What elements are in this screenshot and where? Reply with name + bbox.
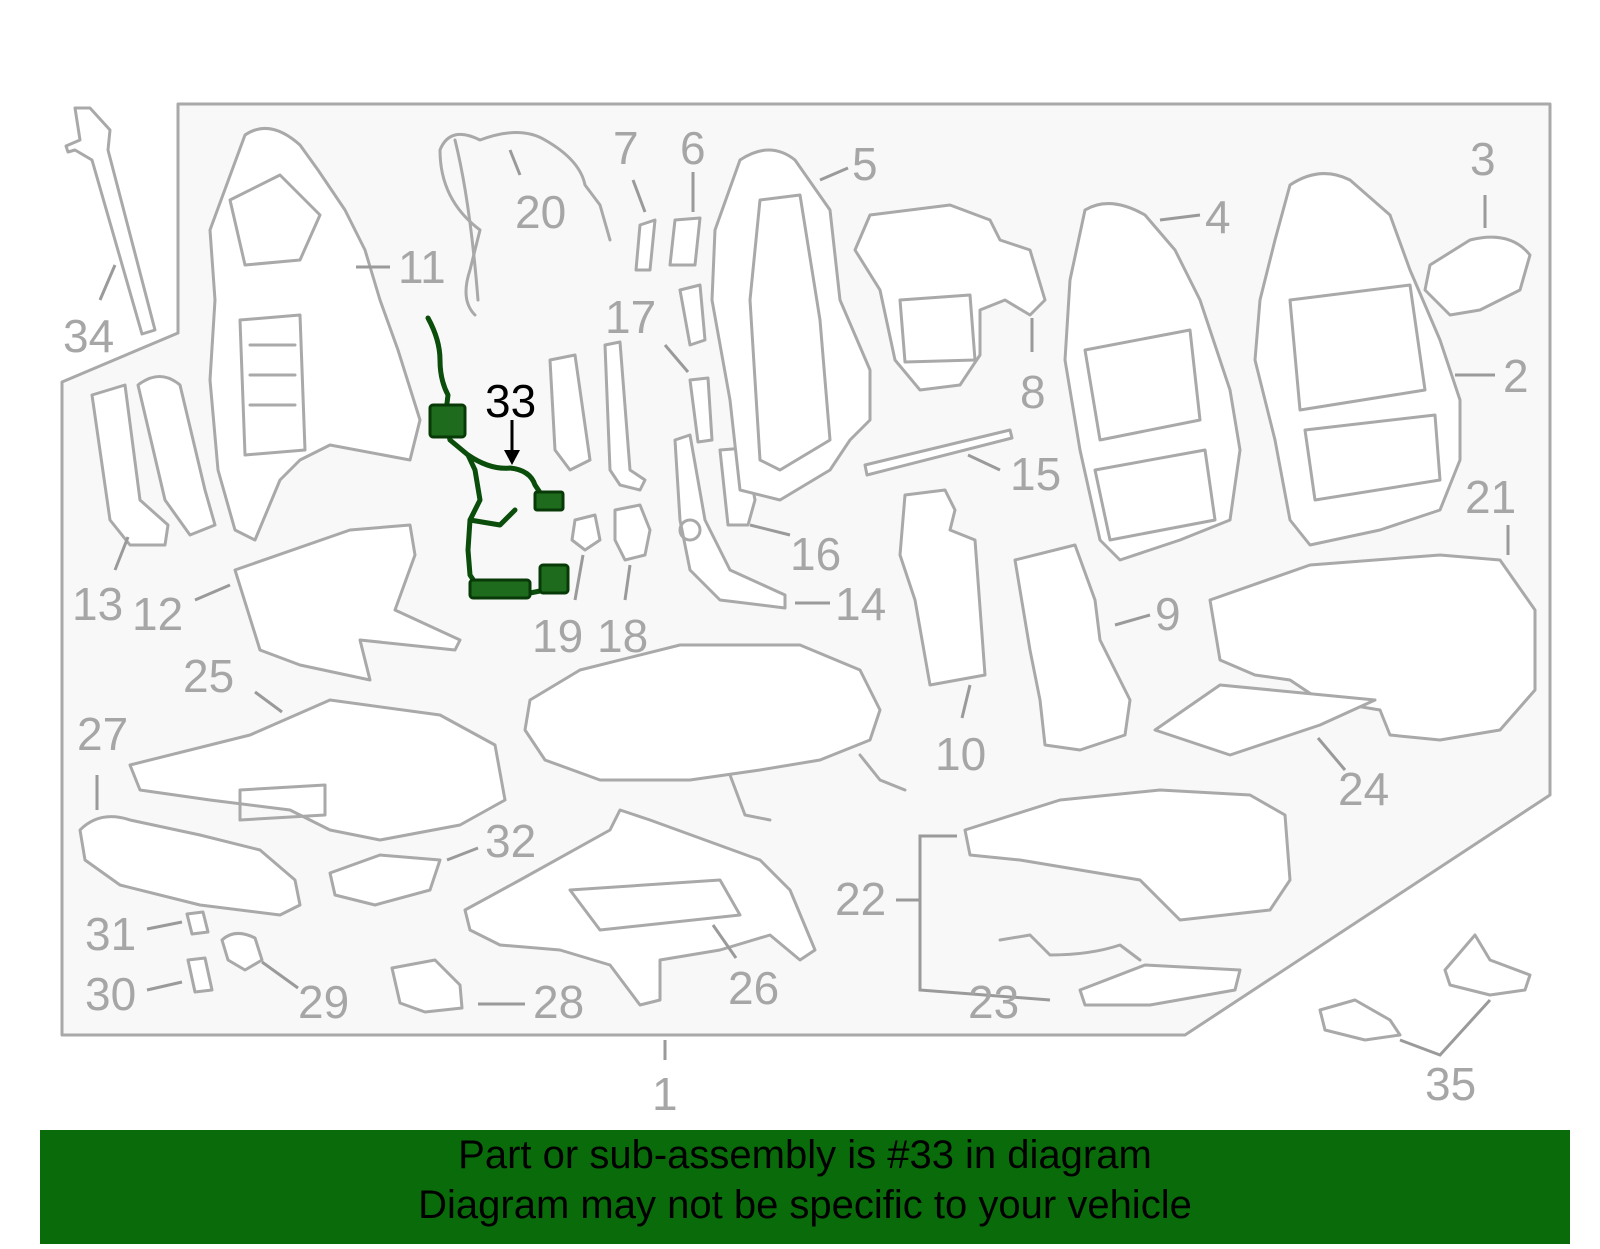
callout-23: 23 <box>968 976 1019 1028</box>
part-13-side-panel <box>90 383 170 547</box>
part-3-headrest-trim <box>1423 235 1532 317</box>
part-34-side-trim <box>64 106 157 336</box>
callout-16: 16 <box>790 528 841 580</box>
part-19-clip <box>570 513 602 552</box>
seat-assembly-diagram: 1 2 3 4 5 6 7 8 9 10 11 12 13 14 15 16 1… <box>60 102 1552 1120</box>
part-31-knob <box>185 910 210 936</box>
part-14-recliner-bracket <box>673 433 787 610</box>
part-2-seatback-cover <box>1253 172 1462 547</box>
callout-3: 3 <box>1470 133 1496 185</box>
callout-32: 32 <box>485 815 536 867</box>
banner-line-part-number: Part or sub-assembly is #33 in diagram <box>458 1133 1152 1177</box>
callout-26: 26 <box>728 962 779 1014</box>
callout-14: 14 <box>835 578 886 630</box>
part-seat-cushion <box>523 643 882 782</box>
part-7-clip <box>634 218 657 272</box>
callout-15: 15 <box>1010 448 1061 500</box>
part-20-cable-assembly <box>438 131 612 317</box>
callout-33: 33 <box>485 375 536 427</box>
callout-30: 30 <box>85 968 136 1020</box>
part-26-seat-adjuster <box>463 808 817 1007</box>
part-12-side-cover <box>136 375 217 537</box>
callout-7: 7 <box>613 122 639 174</box>
part-35-cover-left <box>1318 998 1402 1042</box>
part-9-heater-mat <box>1013 543 1132 752</box>
part-33-wiring-harness <box>425 315 570 600</box>
part-27-side-shield <box>78 815 302 917</box>
callout-28: 28 <box>533 976 584 1028</box>
info-banner: Part or sub-assembly is #33 in diagram D… <box>40 1130 1570 1244</box>
callout-20: 20 <box>515 186 566 238</box>
callout-1: 1 <box>652 1068 678 1120</box>
part-29-knob <box>220 932 264 972</box>
callout-11: 11 <box>398 241 446 293</box>
callout-24: 24 <box>1338 763 1389 815</box>
part-30-knob <box>186 956 214 994</box>
part-17-bracket <box>603 340 647 492</box>
callout-6: 6 <box>680 122 706 174</box>
callout-21: 21 <box>1465 471 1516 523</box>
part-32-switch <box>328 853 442 907</box>
callout-35: 35 <box>1425 1058 1476 1110</box>
part-5-seatback-frame <box>710 148 872 502</box>
part-4-seatback-pad <box>1063 202 1242 562</box>
callout-8: 8 <box>1020 366 1046 418</box>
part-35-cover-right <box>1443 933 1532 997</box>
callout-4: 4 <box>1205 191 1231 243</box>
callout-2: 2 <box>1503 350 1529 402</box>
callout-9: 9 <box>1155 588 1181 640</box>
part-15-rod <box>863 428 1014 477</box>
part-24-seat-pan <box>1153 683 1377 757</box>
callout-13: 13 <box>72 578 123 630</box>
callout-17: 17 <box>605 291 656 343</box>
banner-line-disclaimer: Diagram may not be specific to your vehi… <box>418 1183 1192 1227</box>
callout-29: 29 <box>298 976 349 1028</box>
part-12-seat-pan <box>233 523 462 682</box>
callout-10: 10 <box>935 728 986 780</box>
part-side-bolster <box>548 353 592 472</box>
callout-18: 18 <box>597 610 648 662</box>
callout-22: 22 <box>835 873 886 925</box>
part-10-seat-pad <box>898 488 987 687</box>
part-22-cushion-foam <box>963 788 1292 922</box>
callout-34: 34 <box>63 310 114 362</box>
part-11-seatback-frame <box>208 127 422 542</box>
part-25-cushion-frame <box>128 698 507 842</box>
callout-12: 12 <box>132 588 183 640</box>
part-6-bracket <box>668 216 702 267</box>
part-21-cushion-cover <box>1208 553 1537 742</box>
callout-5: 5 <box>852 138 878 190</box>
callout-19: 19 <box>532 610 583 662</box>
part-23-occupant-sensor <box>1078 963 1242 1007</box>
part-18-bracket <box>613 503 652 562</box>
callout-27: 27 <box>77 708 128 760</box>
callout-25: 25 <box>183 650 234 702</box>
part-28-motor <box>390 958 464 1014</box>
callout-31: 31 <box>85 908 136 960</box>
